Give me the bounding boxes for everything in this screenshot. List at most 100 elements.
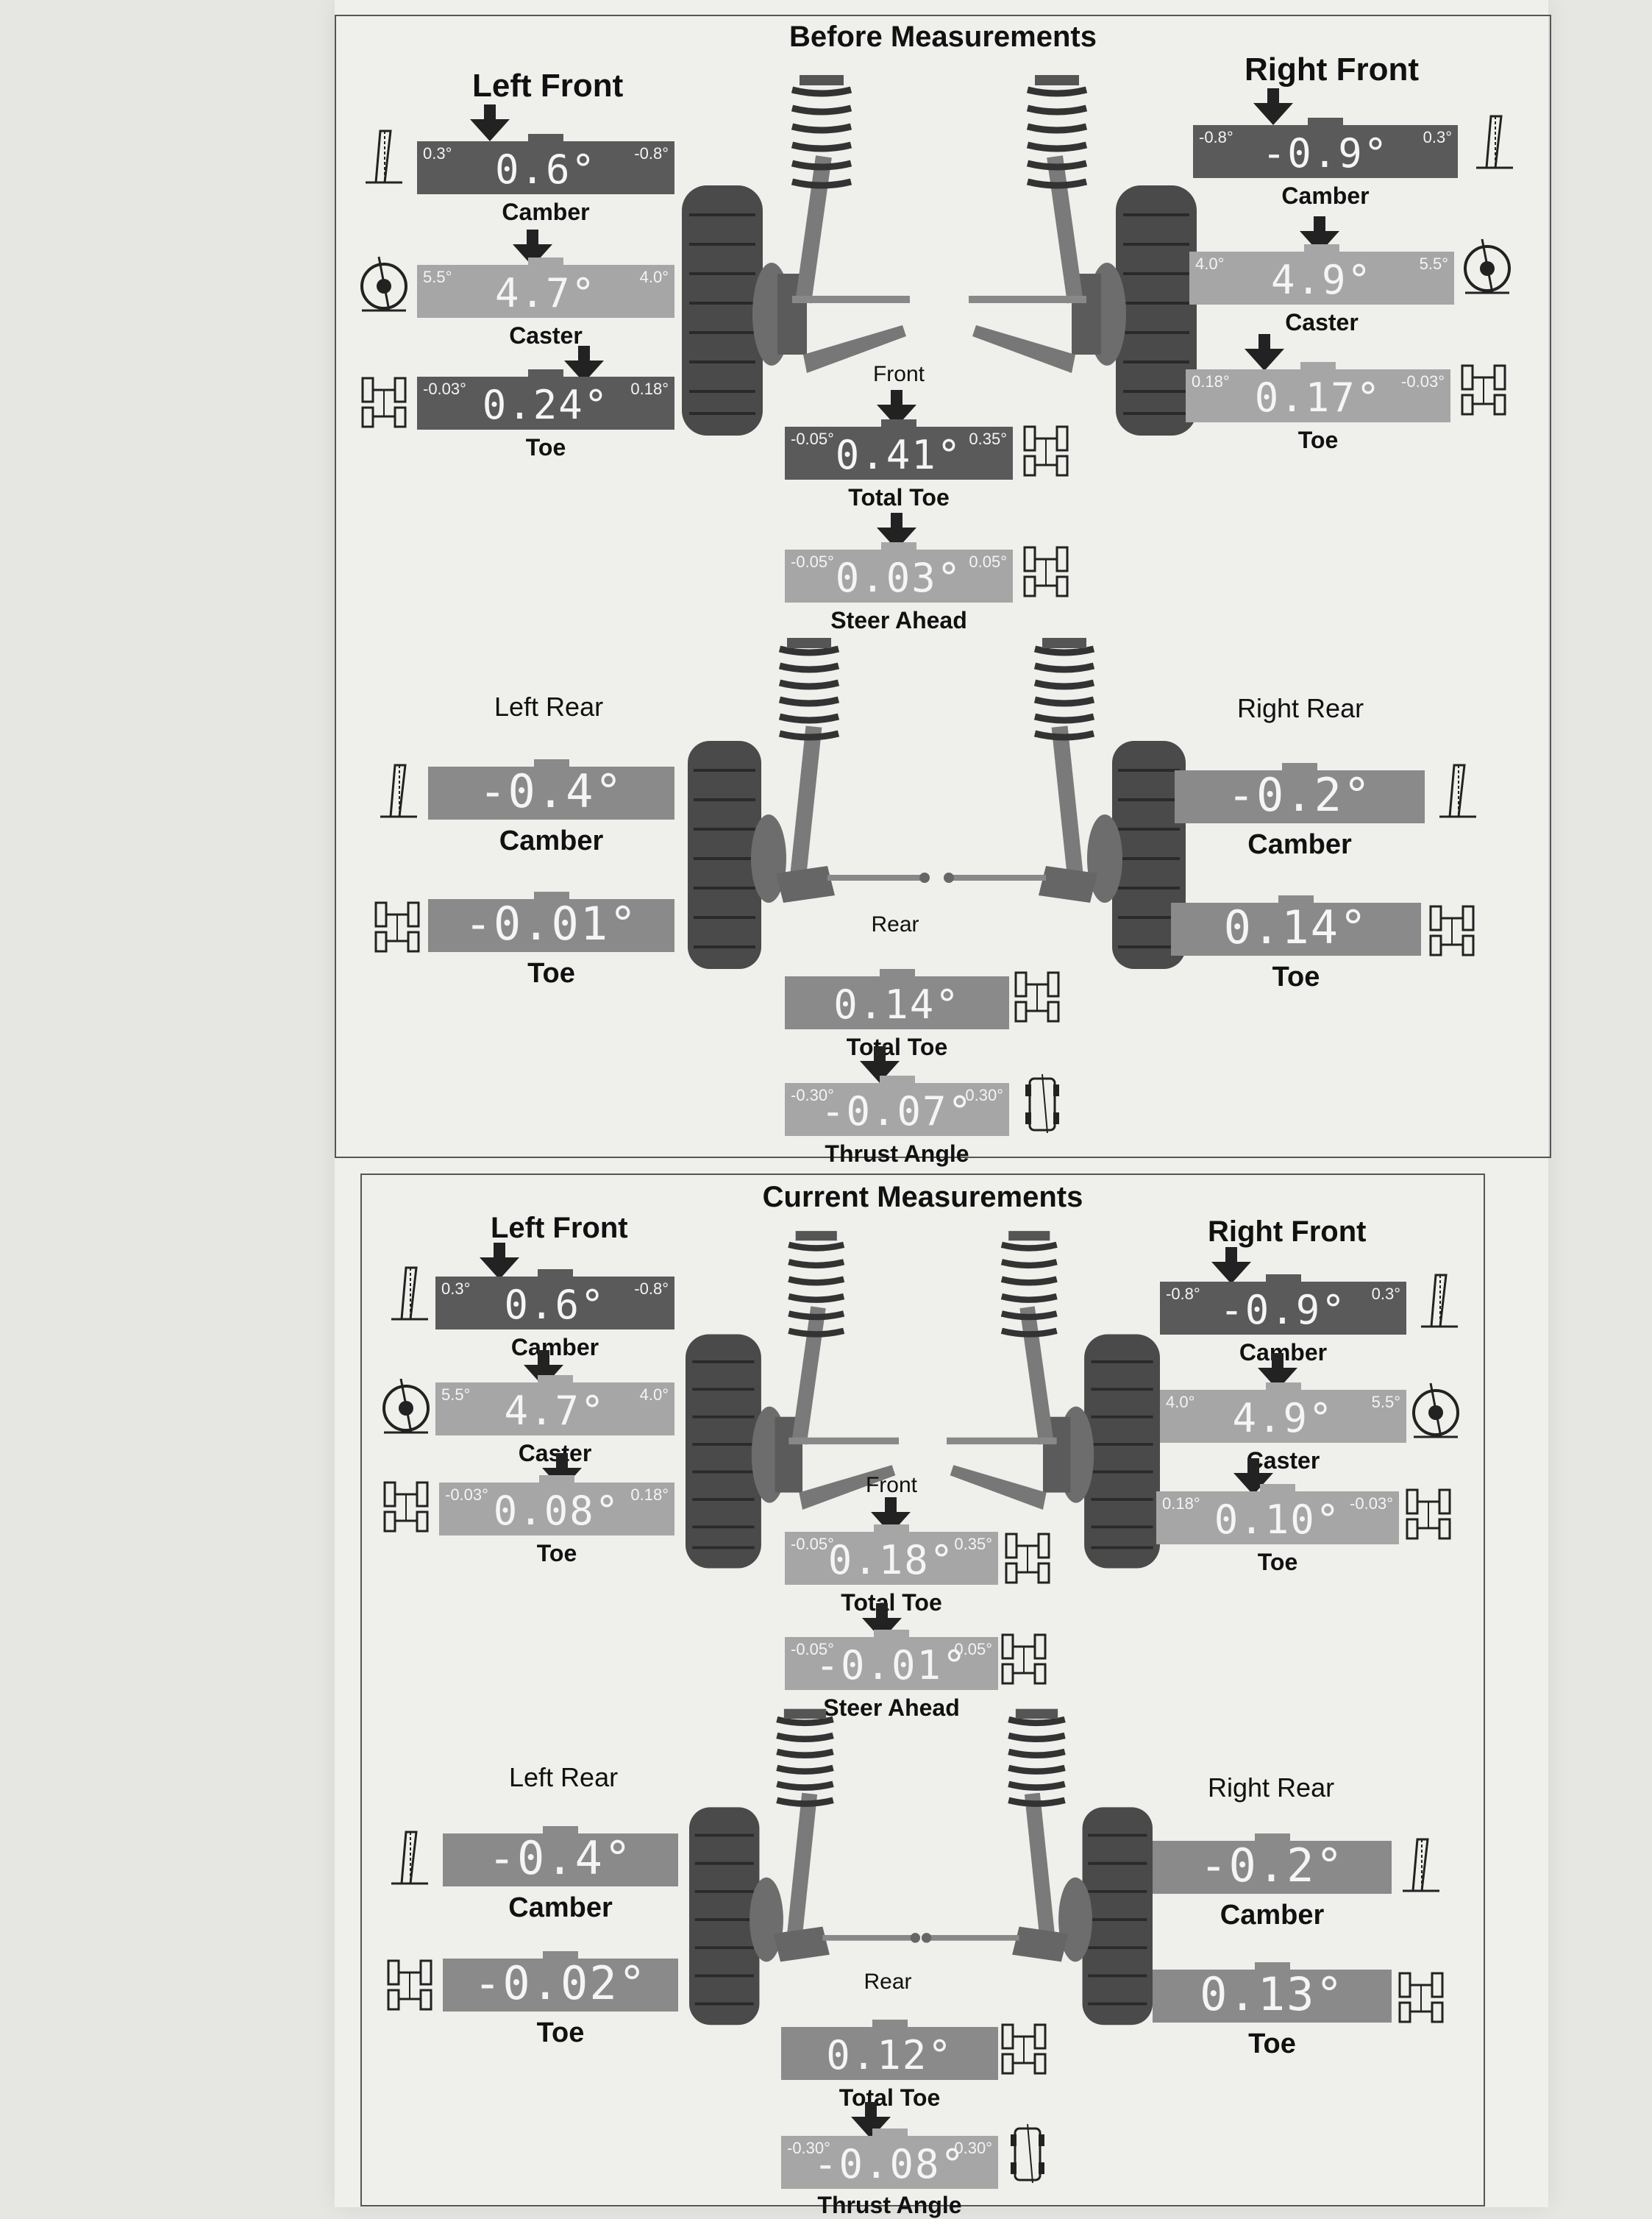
front-suspension-icon <box>682 75 910 443</box>
rear-label: Rear <box>871 912 919 937</box>
gauge-min: -0.05° <box>791 1640 834 1658</box>
right-rear-camber-gauge: -0.2° Camber <box>1175 763 1425 860</box>
panel-title: Current Measurements <box>762 1181 1083 1213</box>
toe-icon <box>1398 1972 1444 2023</box>
left-front-camber-gauge: 0.3° -0.8° 0.6° Camber <box>435 1269 674 1360</box>
caster-icon <box>360 255 407 312</box>
gauge-value: 0.41° <box>835 432 963 478</box>
current-measurements-panel: Current Measurements Left Front 0.3° -0.… <box>360 1174 1485 2218</box>
thrust-angle-icon <box>1009 2124 1046 2183</box>
gauge-label: Camber <box>502 199 590 225</box>
gauge-min: 0.3° <box>423 144 452 163</box>
gauge-value: 4.9° <box>1232 1395 1334 1441</box>
gauge-max: -0.03° <box>1401 372 1445 391</box>
gauge-min: -0.8° <box>1166 1285 1200 1303</box>
gauge-value: -0.07° <box>820 1088 974 1135</box>
gauge-value: 0.12° <box>826 2032 953 2078</box>
total-toe-icon <box>1001 1633 1047 1685</box>
gauge-value: 0.08° <box>493 1488 621 1534</box>
gauge-min: -0.03° <box>445 1485 488 1504</box>
gauge-value: 0.6° <box>494 146 597 193</box>
gauge-min: 4.0° <box>1195 255 1225 273</box>
caster-icon <box>1464 238 1511 294</box>
right-front-camber-gauge: -0.8° 0.3° -0.9° Camber <box>1193 118 1458 209</box>
gauge-value: -0.4° <box>479 764 624 818</box>
left-rear-camber-gauge: -0.4° Camber <box>428 759 674 856</box>
caster-icon <box>1412 1382 1459 1438</box>
left-front-label: Left Front <box>491 1212 628 1244</box>
gauge-label: Camber <box>1247 829 1352 860</box>
total-toe-icon <box>1023 546 1069 597</box>
gauge-max: 0.18° <box>630 380 669 398</box>
right-rear-label: Right Rear <box>1237 693 1364 723</box>
gauge-value: 0.13° <box>1200 1967 1345 2021</box>
gauge-label: Camber <box>510 1334 599 1360</box>
left-front-camber-gauge: 0.3° -0.8° 0.6° Camber <box>417 134 674 225</box>
front-label: Front <box>865 1473 918 1497</box>
gauge-max: 5.5° <box>1419 255 1448 273</box>
gauge-min: -0.8° <box>1199 128 1233 146</box>
gauge-label: Toe <box>1272 962 1320 993</box>
gauge-value: -0.01° <box>464 897 638 951</box>
gauge-label: Total Toe <box>848 484 950 511</box>
gauge-min: -0.05° <box>791 430 834 448</box>
camber-icon <box>390 1831 430 1885</box>
gauge-max: 5.5° <box>1371 1393 1400 1411</box>
gauge-value: 4.9° <box>1270 257 1373 303</box>
front-total-toe-gauge: -0.05° 0.35° 0.18° Total Toe <box>785 1524 998 1616</box>
toe-icon <box>383 1481 429 1533</box>
gauge-value: 4.7° <box>504 1388 606 1434</box>
gauge-value: 0.17° <box>1254 374 1382 421</box>
camber-icon <box>1420 1274 1459 1328</box>
front-suspension-icon <box>969 75 1197 443</box>
toe-icon <box>387 1959 432 2011</box>
right-rear-toe-gauge: 0.14° Toe <box>1171 895 1421 993</box>
gauge-label: Toe <box>1257 1549 1298 1575</box>
left-rear-label: Left Rear <box>509 1762 619 1792</box>
camber-icon <box>1475 115 1514 169</box>
steer-ahead-gauge: -0.05° 0.05° -0.01° Steer Ahead <box>785 1630 998 1721</box>
gauge-label: Toe <box>525 434 566 461</box>
camber-icon <box>390 1266 430 1321</box>
gauge-min: 0.18° <box>1162 1494 1200 1513</box>
toe-icon <box>374 901 420 953</box>
rear-total-toe-gauge: 0.14° Total Toe <box>785 969 1009 1060</box>
thrust-angle-gauge: -0.30° 0.30° -0.08° Thrust Angle <box>781 2129 998 2218</box>
right-front-caster-gauge: 4.0° 5.5° 4.9° Caster <box>1189 244 1454 335</box>
gauge-label: Camber <box>1220 1900 1325 1931</box>
gauge-value: -0.2° <box>1200 1839 1345 1892</box>
gauge-value: -0.08° <box>813 2141 966 2187</box>
gauge-max: 0.3° <box>1423 128 1452 146</box>
gauge-min: -0.05° <box>791 1535 834 1553</box>
gauge-label: Steer Ahead <box>830 607 967 633</box>
gauge-label: Caster <box>1246 1447 1320 1474</box>
gauge-value: 0.6° <box>504 1282 606 1328</box>
gauge-value: -0.9° <box>1261 130 1389 177</box>
gauge-value: 0.18° <box>827 1537 955 1583</box>
gauge-value: -0.02° <box>474 1956 647 2010</box>
gauge-value: 0.03° <box>835 555 963 601</box>
gauge-label: Toe <box>1297 427 1339 453</box>
right-front-label: Right Front <box>1208 1215 1367 1248</box>
front-total-toe-gauge: -0.05° 0.35° 0.41° Total Toe <box>785 419 1013 511</box>
gauge-max: 4.0° <box>639 268 669 286</box>
left-front-toe-gauge: -0.03° 0.18° 0.24° Toe <box>417 369 674 461</box>
toe-icon <box>361 377 407 428</box>
right-front-caster-gauge: 4.0° 5.5° 4.9° Caster <box>1160 1382 1406 1474</box>
left-front-caster-gauge: 5.5° 4.0° 4.7° Caster <box>435 1375 674 1466</box>
gauge-value: -0.2° <box>1227 768 1372 822</box>
gauge-label: Steer Ahead <box>823 1694 960 1721</box>
gauge-label: Camber <box>1281 182 1370 209</box>
right-front-toe-gauge: 0.18° -0.03° 0.10° Toe <box>1156 1484 1399 1575</box>
gauge-label: Toe <box>1248 2028 1296 2059</box>
thrust-angle-icon <box>1024 1074 1061 1133</box>
toe-icon <box>1461 364 1506 416</box>
gauge-label: Caster <box>1285 309 1359 335</box>
gauge-label: Camber <box>508 1892 613 1923</box>
gauge-max: 0.30° <box>965 1086 1003 1104</box>
right-rear-label: Right Rear <box>1208 1772 1335 1803</box>
gauge-min: -0.03° <box>423 380 466 398</box>
gauge-label: Total Toe <box>846 1034 948 1060</box>
gauge-value: 0.14° <box>833 981 961 1028</box>
left-rear-label: Left Rear <box>494 692 604 722</box>
